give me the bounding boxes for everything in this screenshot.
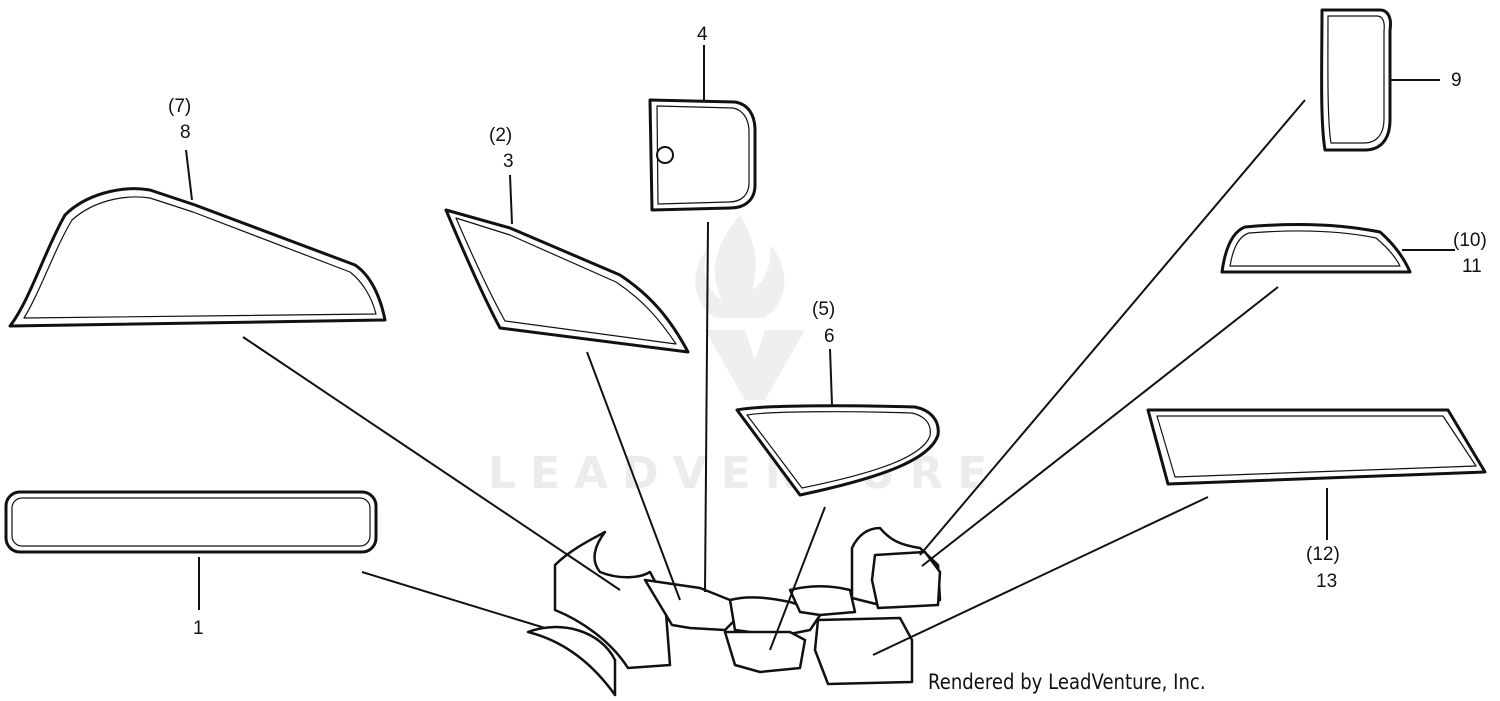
part-5-6-leader-body xyxy=(769,506,826,651)
part-10-11-callout: 11 xyxy=(1462,256,1482,277)
part-4-callout: 4 xyxy=(697,24,708,45)
part-12-13-callout-alt: (12) xyxy=(1306,544,1340,565)
car-body-rear-pillar xyxy=(788,585,857,617)
part-2-3-callout-alt: (2) xyxy=(489,125,512,146)
part-12-13-glass-inner xyxy=(1156,415,1477,478)
part-7-8-leader-body xyxy=(242,336,621,591)
part-10-11-glass-inner xyxy=(1229,230,1401,267)
part-5-6-callout-alt: (5) xyxy=(812,299,835,320)
watermark-text: LEADVENTURE xyxy=(488,448,1001,499)
part-5-6-glass-outer xyxy=(735,404,940,497)
part-2-3-leader-body xyxy=(586,351,681,601)
car-body-rear-quarter xyxy=(723,630,807,674)
part-9-side-window: 9 xyxy=(919,8,1462,556)
part-7-8-glass-outer xyxy=(8,187,387,328)
part-12-13-back-glass: (12) 13 xyxy=(872,408,1487,656)
part-1-glass-inner xyxy=(11,497,371,547)
watermark-v-icon xyxy=(705,330,805,400)
part-1-glass-outer xyxy=(4,490,378,554)
part-1-leader-body xyxy=(361,571,546,629)
part-5-6-leader-top xyxy=(829,348,833,406)
part-7-8-side-glass: (7) 8 xyxy=(8,96,621,591)
part-7-8-callout-alt: (7) xyxy=(168,96,191,117)
part-9-glass-inner xyxy=(1327,15,1385,144)
car-body-front-section xyxy=(526,625,617,697)
part-2-3-glass-outer xyxy=(444,208,690,354)
part-12-13-glass-outer xyxy=(1146,408,1487,486)
part-12-13-leader-body xyxy=(872,496,1209,656)
part-2-3-callout: 3 xyxy=(503,151,514,172)
part-2-3-quarter-glass: (2) 3 xyxy=(444,125,690,601)
part-5-6-glass-inner xyxy=(746,411,931,489)
part-1-callout: 1 xyxy=(193,618,204,639)
part-1-windshield: 1 xyxy=(4,490,546,639)
part-4-glass-inner xyxy=(656,105,750,205)
part-12-13-callout: 13 xyxy=(1316,571,1337,592)
part-4-leader-body xyxy=(704,221,709,593)
part-5-6-rear-quarter-glass: (5) 6 xyxy=(735,299,940,651)
part-9-callout: 9 xyxy=(1451,70,1462,91)
part-7-8-leader-top xyxy=(185,149,193,201)
part-2-3-leader-top xyxy=(509,174,513,225)
part-10-11-leader-body xyxy=(921,286,1279,567)
part-4-glass-outer xyxy=(648,98,757,212)
car-body-outline xyxy=(526,526,942,697)
part-7-8-glass-inner xyxy=(23,196,377,319)
credit-line: Rendered by LeadVenture, Inc. xyxy=(928,670,1206,694)
part-4-vent-glass: 4 xyxy=(648,24,757,593)
part-7-8-callout: 8 xyxy=(180,122,191,143)
watermark-flame-icon xyxy=(695,215,785,318)
car-body-door-section xyxy=(643,578,737,632)
part-10-11-quarter-window: (10) 11 xyxy=(921,223,1487,567)
part-10-11-callout-alt: (10) xyxy=(1453,230,1487,251)
part-4-latch-icon xyxy=(656,146,674,164)
part-10-11-glass-outer xyxy=(1220,223,1412,274)
part-9-glass-outer xyxy=(1320,8,1392,152)
part-5-6-callout: 6 xyxy=(824,326,835,347)
part-2-3-glass-inner xyxy=(455,217,677,345)
part-9-leader-body xyxy=(919,99,1306,556)
car-body-tailgate xyxy=(813,616,914,686)
